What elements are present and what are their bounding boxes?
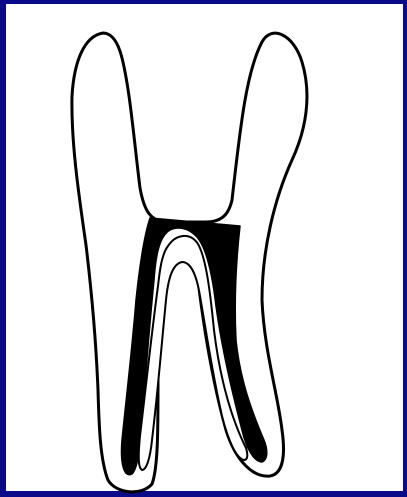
tooth-diagram xyxy=(0,0,407,497)
